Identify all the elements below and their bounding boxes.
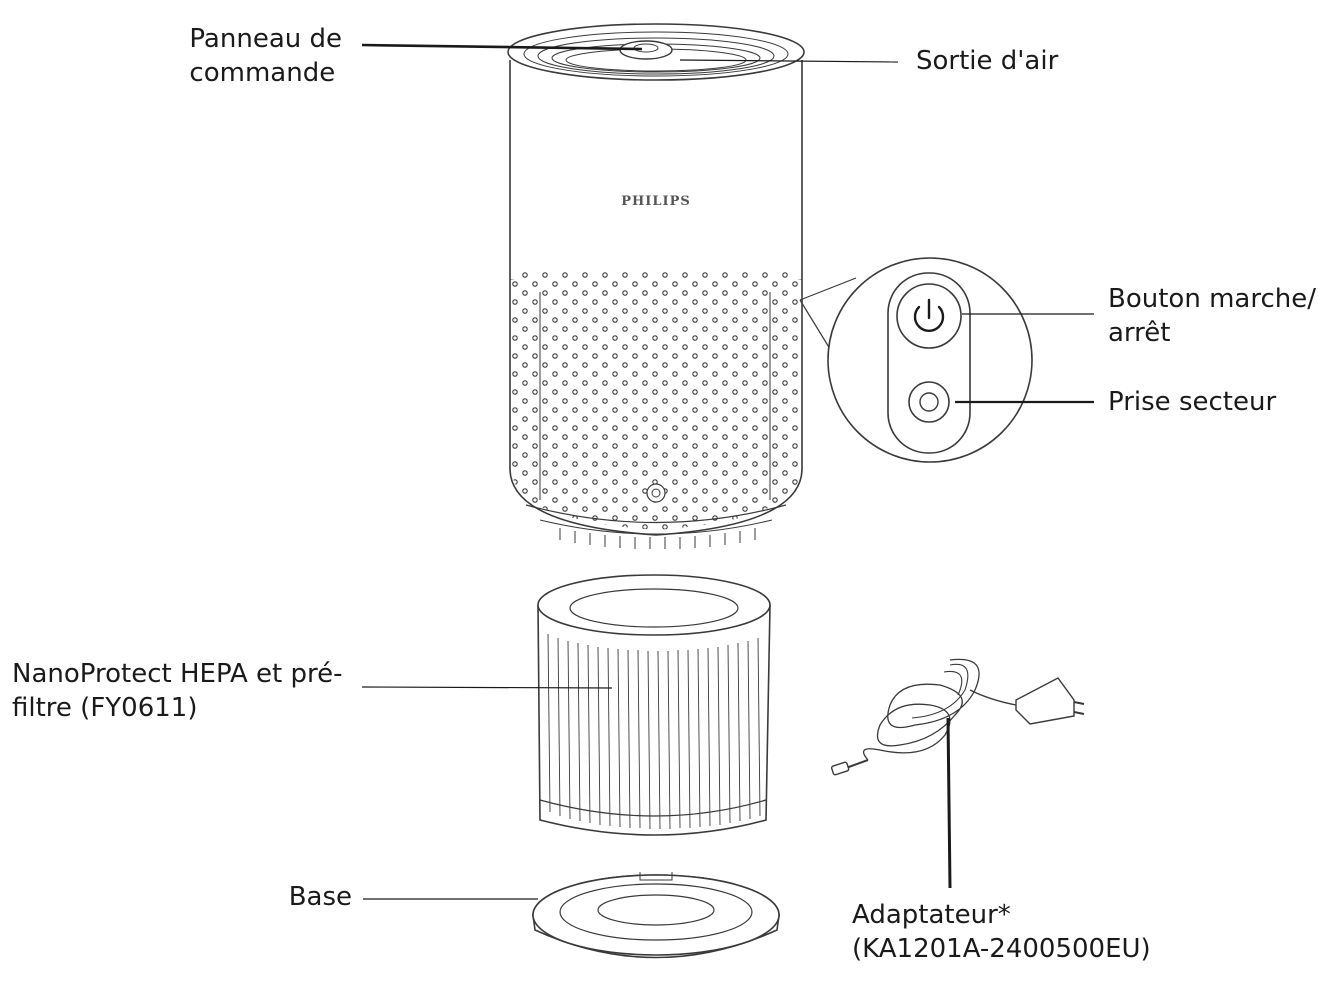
label-filter-line2: filtre (FY0611) bbox=[12, 693, 198, 723]
label-power-button-line1: Bouton marche/ bbox=[1108, 284, 1316, 314]
label-power-socket: Prise secteur bbox=[1108, 387, 1277, 417]
purifier-unit: PHILIPS bbox=[507, 23, 805, 549]
leader-filter bbox=[361, 686, 613, 689]
label-power-button-line2: arrêt bbox=[1108, 318, 1171, 348]
label-control-panel-line2: commande bbox=[189, 58, 336, 88]
label-control-panel-line1: Panneau de bbox=[189, 24, 342, 54]
controls-callout bbox=[799, 257, 1033, 463]
leader-control-panel bbox=[361, 43, 643, 51]
label-air-outlet: Sortie d'air bbox=[916, 46, 1059, 76]
label-power-button: Bouton marche/ arrêt bbox=[1108, 282, 1316, 350]
label-base: Base bbox=[288, 882, 352, 912]
label-filter: NanoProtect HEPA et pré- filtre (FY0611) bbox=[12, 657, 342, 725]
leader-lines bbox=[361, 43, 1094, 900]
brand-logo: PHILIPS bbox=[621, 194, 691, 209]
socket-icon bbox=[908, 381, 950, 423]
label-adapter-line1: Adaptateur* bbox=[852, 900, 1011, 930]
hepa-filter bbox=[537, 574, 771, 836]
label-adapter-line2: (KA1201A-2400500EU) bbox=[852, 934, 1151, 964]
label-filter-line1: NanoProtect HEPA et pré- bbox=[12, 659, 343, 689]
power-icon bbox=[913, 298, 945, 332]
leader-air-outlet bbox=[679, 59, 899, 63]
leader-adapter bbox=[946, 717, 952, 889]
power-adapter bbox=[830, 658, 1085, 776]
label-control-panel: Panneau de commande bbox=[189, 22, 342, 90]
label-adapter: Adaptateur* (KA1201A-2400500EU) bbox=[852, 898, 1151, 966]
base-plate bbox=[532, 872, 780, 959]
control-panel-knob bbox=[619, 40, 673, 60]
